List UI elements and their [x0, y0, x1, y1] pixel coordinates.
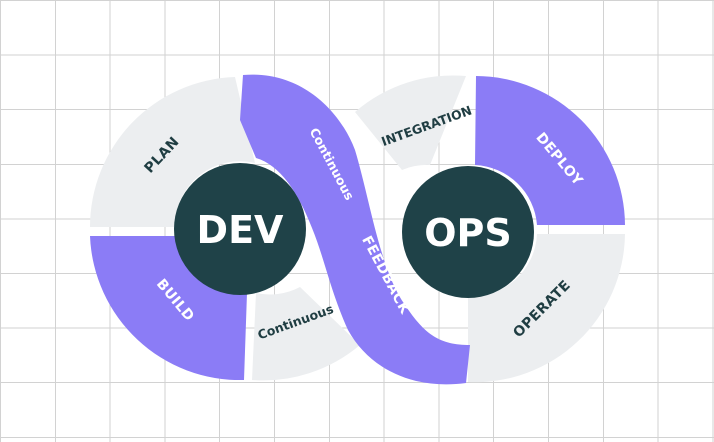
integration-segment — [355, 75, 466, 170]
operate-segment — [468, 234, 625, 383]
ops-loop: OPS INTEGRATION DEPLOY OPERATE — [355, 75, 625, 383]
plan-segment — [89, 77, 256, 227]
build-segment — [90, 236, 247, 381]
dev-loop: DEV PLAN BUILD Continuous — [89, 77, 360, 381]
ops-hub — [402, 166, 534, 298]
ops-hub-label: OPS — [424, 211, 512, 255]
dev-hub-label: DEV — [197, 208, 285, 252]
dev-hub — [174, 163, 306, 295]
feedback-bridge-band — [240, 74, 470, 385]
continuous-lower-segment — [252, 287, 360, 381]
deploy-segment — [475, 76, 625, 225]
